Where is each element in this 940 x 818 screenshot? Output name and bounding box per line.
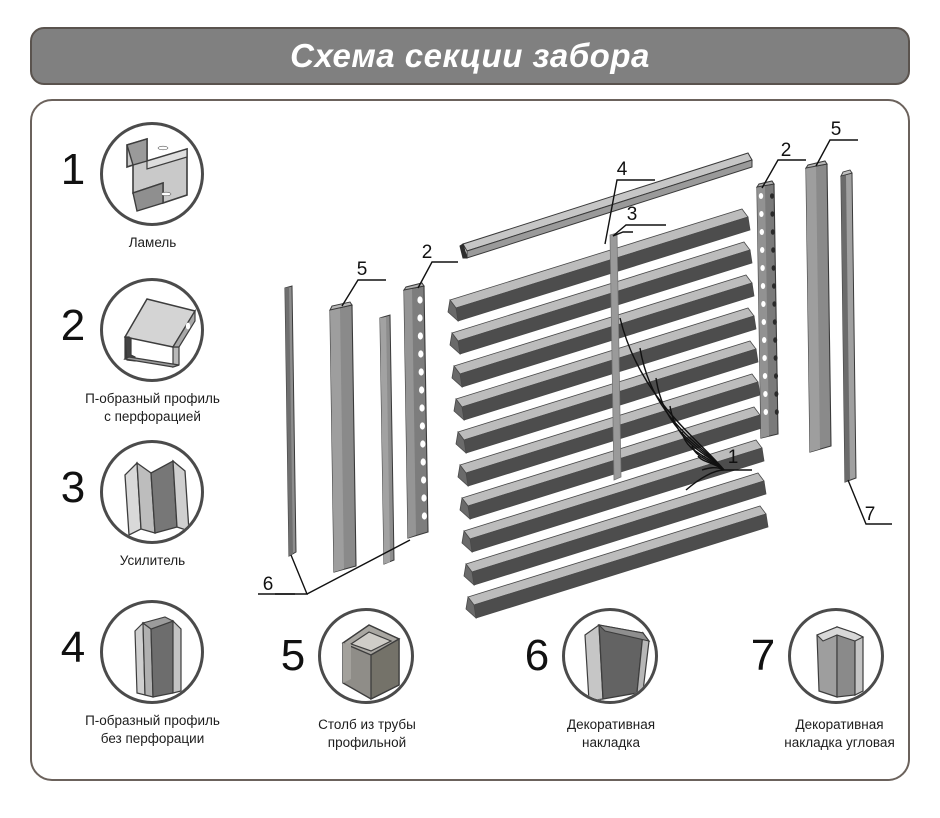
legend-item-3: 3 Усилитель	[50, 440, 255, 585]
legend-item-2: 2 П-образный профиль с перфорацией	[50, 278, 255, 430]
legend-item-5: 5 Столб из трубы профильной	[272, 608, 472, 758]
legend-number-5: 5	[280, 631, 306, 680]
legend-label-3: Усилитель	[119, 553, 186, 568]
stiffener-icon	[100, 440, 204, 544]
legend-label-1: Ламель	[128, 235, 177, 250]
legend-number-1: 1	[60, 145, 86, 194]
legend-label-6: Декоративная накладка	[566, 717, 656, 750]
legend-label-2: П-образный профиль с перфорацией	[85, 391, 220, 424]
legend-number-4: 4	[60, 623, 86, 672]
legend-label-4: П-образный профиль без перфорации	[85, 713, 220, 746]
legend-label-5: Столб из трубы профильной	[318, 717, 416, 750]
legend-item-1: 1 Ламель	[50, 122, 255, 267]
u-channel-perforated-icon	[100, 278, 204, 382]
title-banner: Схема секции забора	[30, 27, 910, 85]
legend-item-4: 4 П-образный профиль без перфорации	[50, 600, 255, 752]
legend-item-7: 7 Декоративная накладка угловая	[742, 608, 940, 758]
legend-item-6: 6 Декоративная накладка	[516, 608, 716, 758]
legend-number-6: 6	[524, 631, 550, 680]
legend-label-7: Декоративная накладка угловая	[784, 717, 895, 750]
corner-decorative-cover-icon	[788, 608, 884, 704]
louver-slat-icon	[100, 122, 204, 226]
legend-number-3: 3	[60, 463, 86, 512]
decorative-cover-icon	[562, 608, 658, 704]
legend-number-7: 7	[750, 631, 776, 680]
u-channel-plain-icon	[100, 600, 204, 704]
page-title: Схема секции забора	[290, 37, 650, 74]
square-tube-post-icon	[318, 608, 414, 704]
legend-number-2: 2	[60, 301, 86, 350]
